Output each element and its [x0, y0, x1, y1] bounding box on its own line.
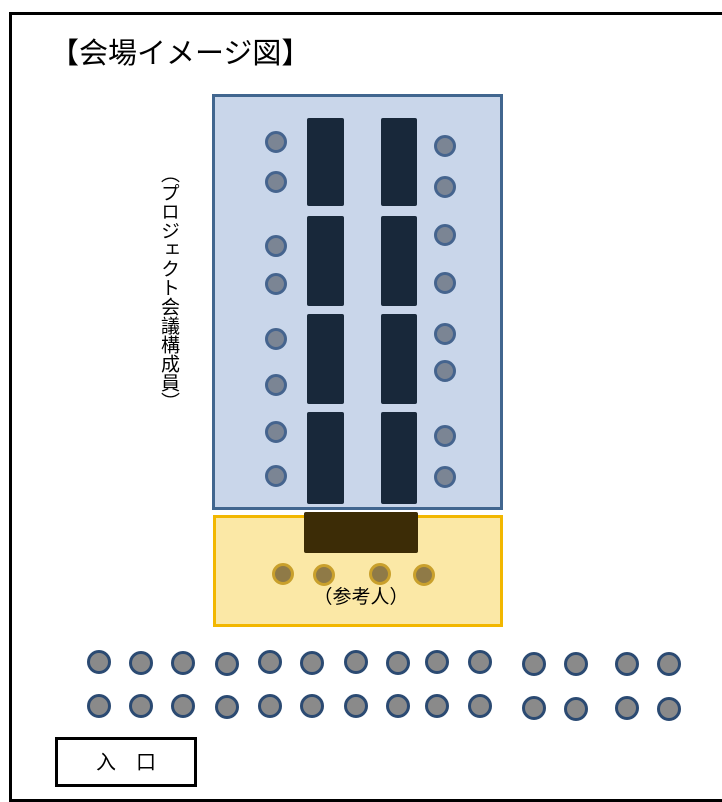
audience-seat [657, 697, 681, 721]
audience-seat [386, 694, 410, 718]
committee-seat [434, 135, 456, 157]
committee-table [307, 314, 344, 404]
audience-seat [171, 694, 195, 718]
audience-seat [171, 651, 195, 675]
committee-seat [434, 272, 456, 294]
committee-members-label: （プロジェクト会議構成員） [158, 164, 180, 411]
audience-seat [258, 650, 282, 674]
audience-seat [300, 651, 324, 675]
audience-seat [215, 652, 239, 676]
committee-seat [265, 465, 287, 487]
committee-seat [265, 328, 287, 350]
audience-seat [425, 694, 449, 718]
audience-seat [215, 695, 239, 719]
page-title: 【会場イメージ図】 [50, 36, 311, 70]
witness-seat [413, 564, 435, 586]
committee-seat [434, 323, 456, 345]
audience-seat [615, 696, 639, 720]
entrance: 入口 [55, 737, 197, 787]
committee-seat [265, 273, 287, 295]
audience-seat [344, 650, 368, 674]
committee-table [307, 216, 344, 306]
audience-seat [258, 694, 282, 718]
committee-area [212, 94, 503, 510]
committee-seat [265, 131, 287, 153]
committee-table [381, 314, 417, 404]
audience-seat [564, 652, 588, 676]
audience-seat [657, 652, 681, 676]
audience-seat [129, 651, 153, 675]
audience-seat [468, 650, 492, 674]
audience-seat [386, 651, 410, 675]
witness-table [304, 512, 418, 553]
committee-table [381, 412, 417, 504]
committee-table [381, 118, 417, 206]
committee-seat [265, 374, 287, 396]
committee-table [381, 216, 417, 306]
committee-seat [434, 466, 456, 488]
witness-seat [272, 563, 294, 585]
audience-seat [129, 694, 153, 718]
audience-seat [344, 694, 368, 718]
audience-seat [564, 697, 588, 721]
committee-seat [434, 425, 456, 447]
audience-seat [300, 694, 324, 718]
witness-label: （参考人） [313, 586, 409, 608]
committee-seat [265, 171, 287, 193]
audience-seat [615, 652, 639, 676]
audience-seat [522, 696, 546, 720]
committee-seat [265, 235, 287, 257]
audience-seat [87, 650, 111, 674]
committee-seat [434, 224, 456, 246]
audience-seat [522, 652, 546, 676]
committee-seat [434, 176, 456, 198]
witness-seat [369, 563, 391, 585]
committee-table [307, 412, 344, 504]
audience-seat [468, 694, 492, 718]
committee-table [307, 118, 344, 206]
committee-seat [434, 360, 456, 382]
entrance-label: 入口 [96, 750, 176, 774]
audience-seat [425, 650, 449, 674]
committee-seat [265, 421, 287, 443]
witness-seat [313, 564, 335, 586]
audience-seat [87, 694, 111, 718]
